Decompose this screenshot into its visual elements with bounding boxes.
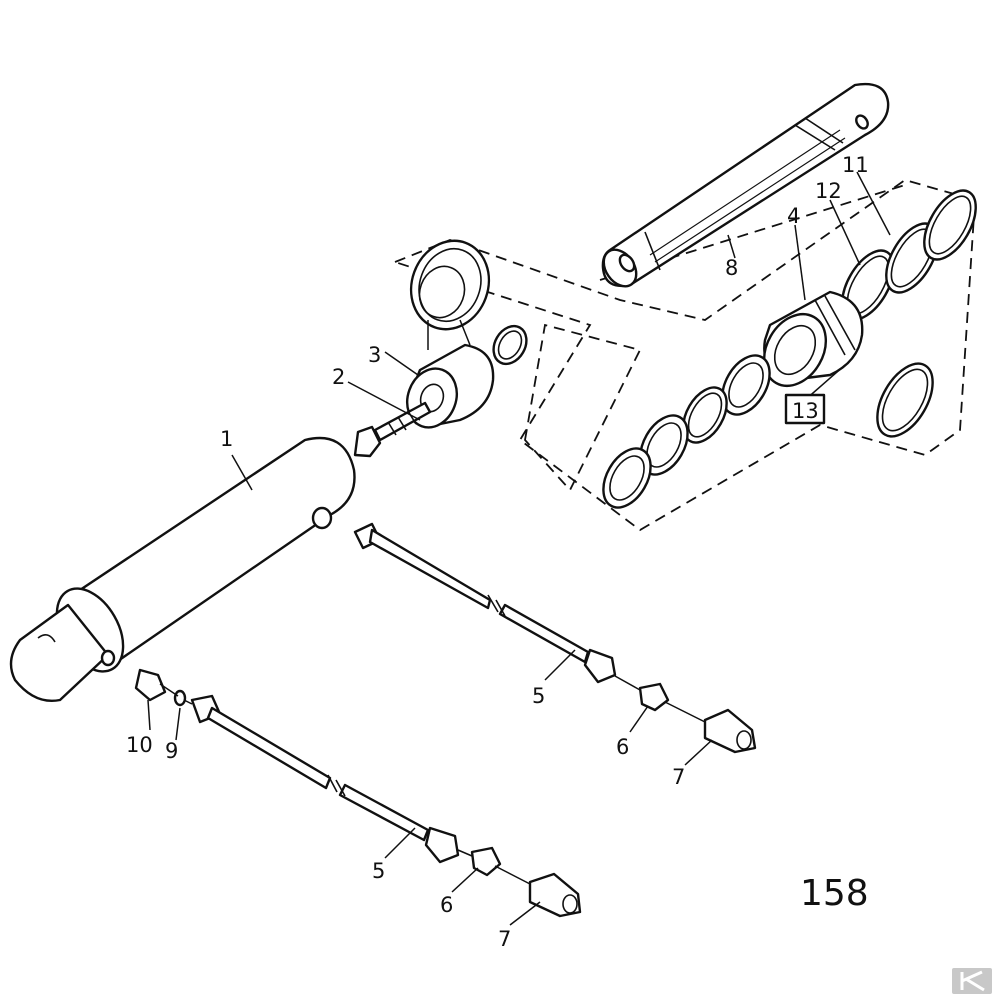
label-13-box	[784, 393, 826, 425]
o-ring-small	[492, 324, 528, 366]
seal-kit-dashed-outline	[392, 179, 976, 532]
gland	[762, 290, 864, 387]
label-5-upper: 5	[532, 684, 545, 708]
hose-upper	[353, 522, 617, 684]
label-2: 2	[332, 365, 345, 389]
snap-ring-lower-right	[876, 362, 934, 438]
page-number: 158	[800, 873, 869, 914]
label-leaders	[147, 171, 891, 926]
adapter-lower	[470, 846, 502, 877]
label-5-lower: 5	[372, 859, 385, 883]
k-logo-icon	[952, 968, 992, 994]
label-9: 9	[165, 739, 178, 763]
label-6-lower: 6	[440, 893, 453, 917]
piston-rod	[601, 82, 890, 288]
label-7-upper: 7	[672, 765, 685, 789]
label-10: 10	[126, 733, 153, 757]
bolt	[353, 401, 432, 458]
label-12: 12	[815, 179, 842, 203]
union-10	[134, 668, 167, 702]
label-4: 4	[787, 204, 800, 228]
label-13: 13	[792, 399, 819, 423]
elbow-upper	[703, 708, 757, 754]
cylinder-barrel	[9, 436, 356, 702]
label-8: 8	[725, 256, 738, 280]
washer-9	[173, 689, 187, 707]
label-1: 1	[220, 427, 233, 451]
label-7-lower: 7	[498, 927, 511, 951]
hose-lower	[190, 694, 460, 864]
label-3: 3	[368, 343, 381, 367]
elbow-lower	[528, 872, 582, 918]
seal-set-chain	[602, 354, 771, 509]
piston-seal-upper	[409, 239, 491, 350]
label-11: 11	[842, 153, 869, 177]
assembly-axis-lines	[159, 675, 706, 885]
adapter-upper	[638, 682, 670, 712]
label-6-upper: 6	[616, 735, 629, 759]
